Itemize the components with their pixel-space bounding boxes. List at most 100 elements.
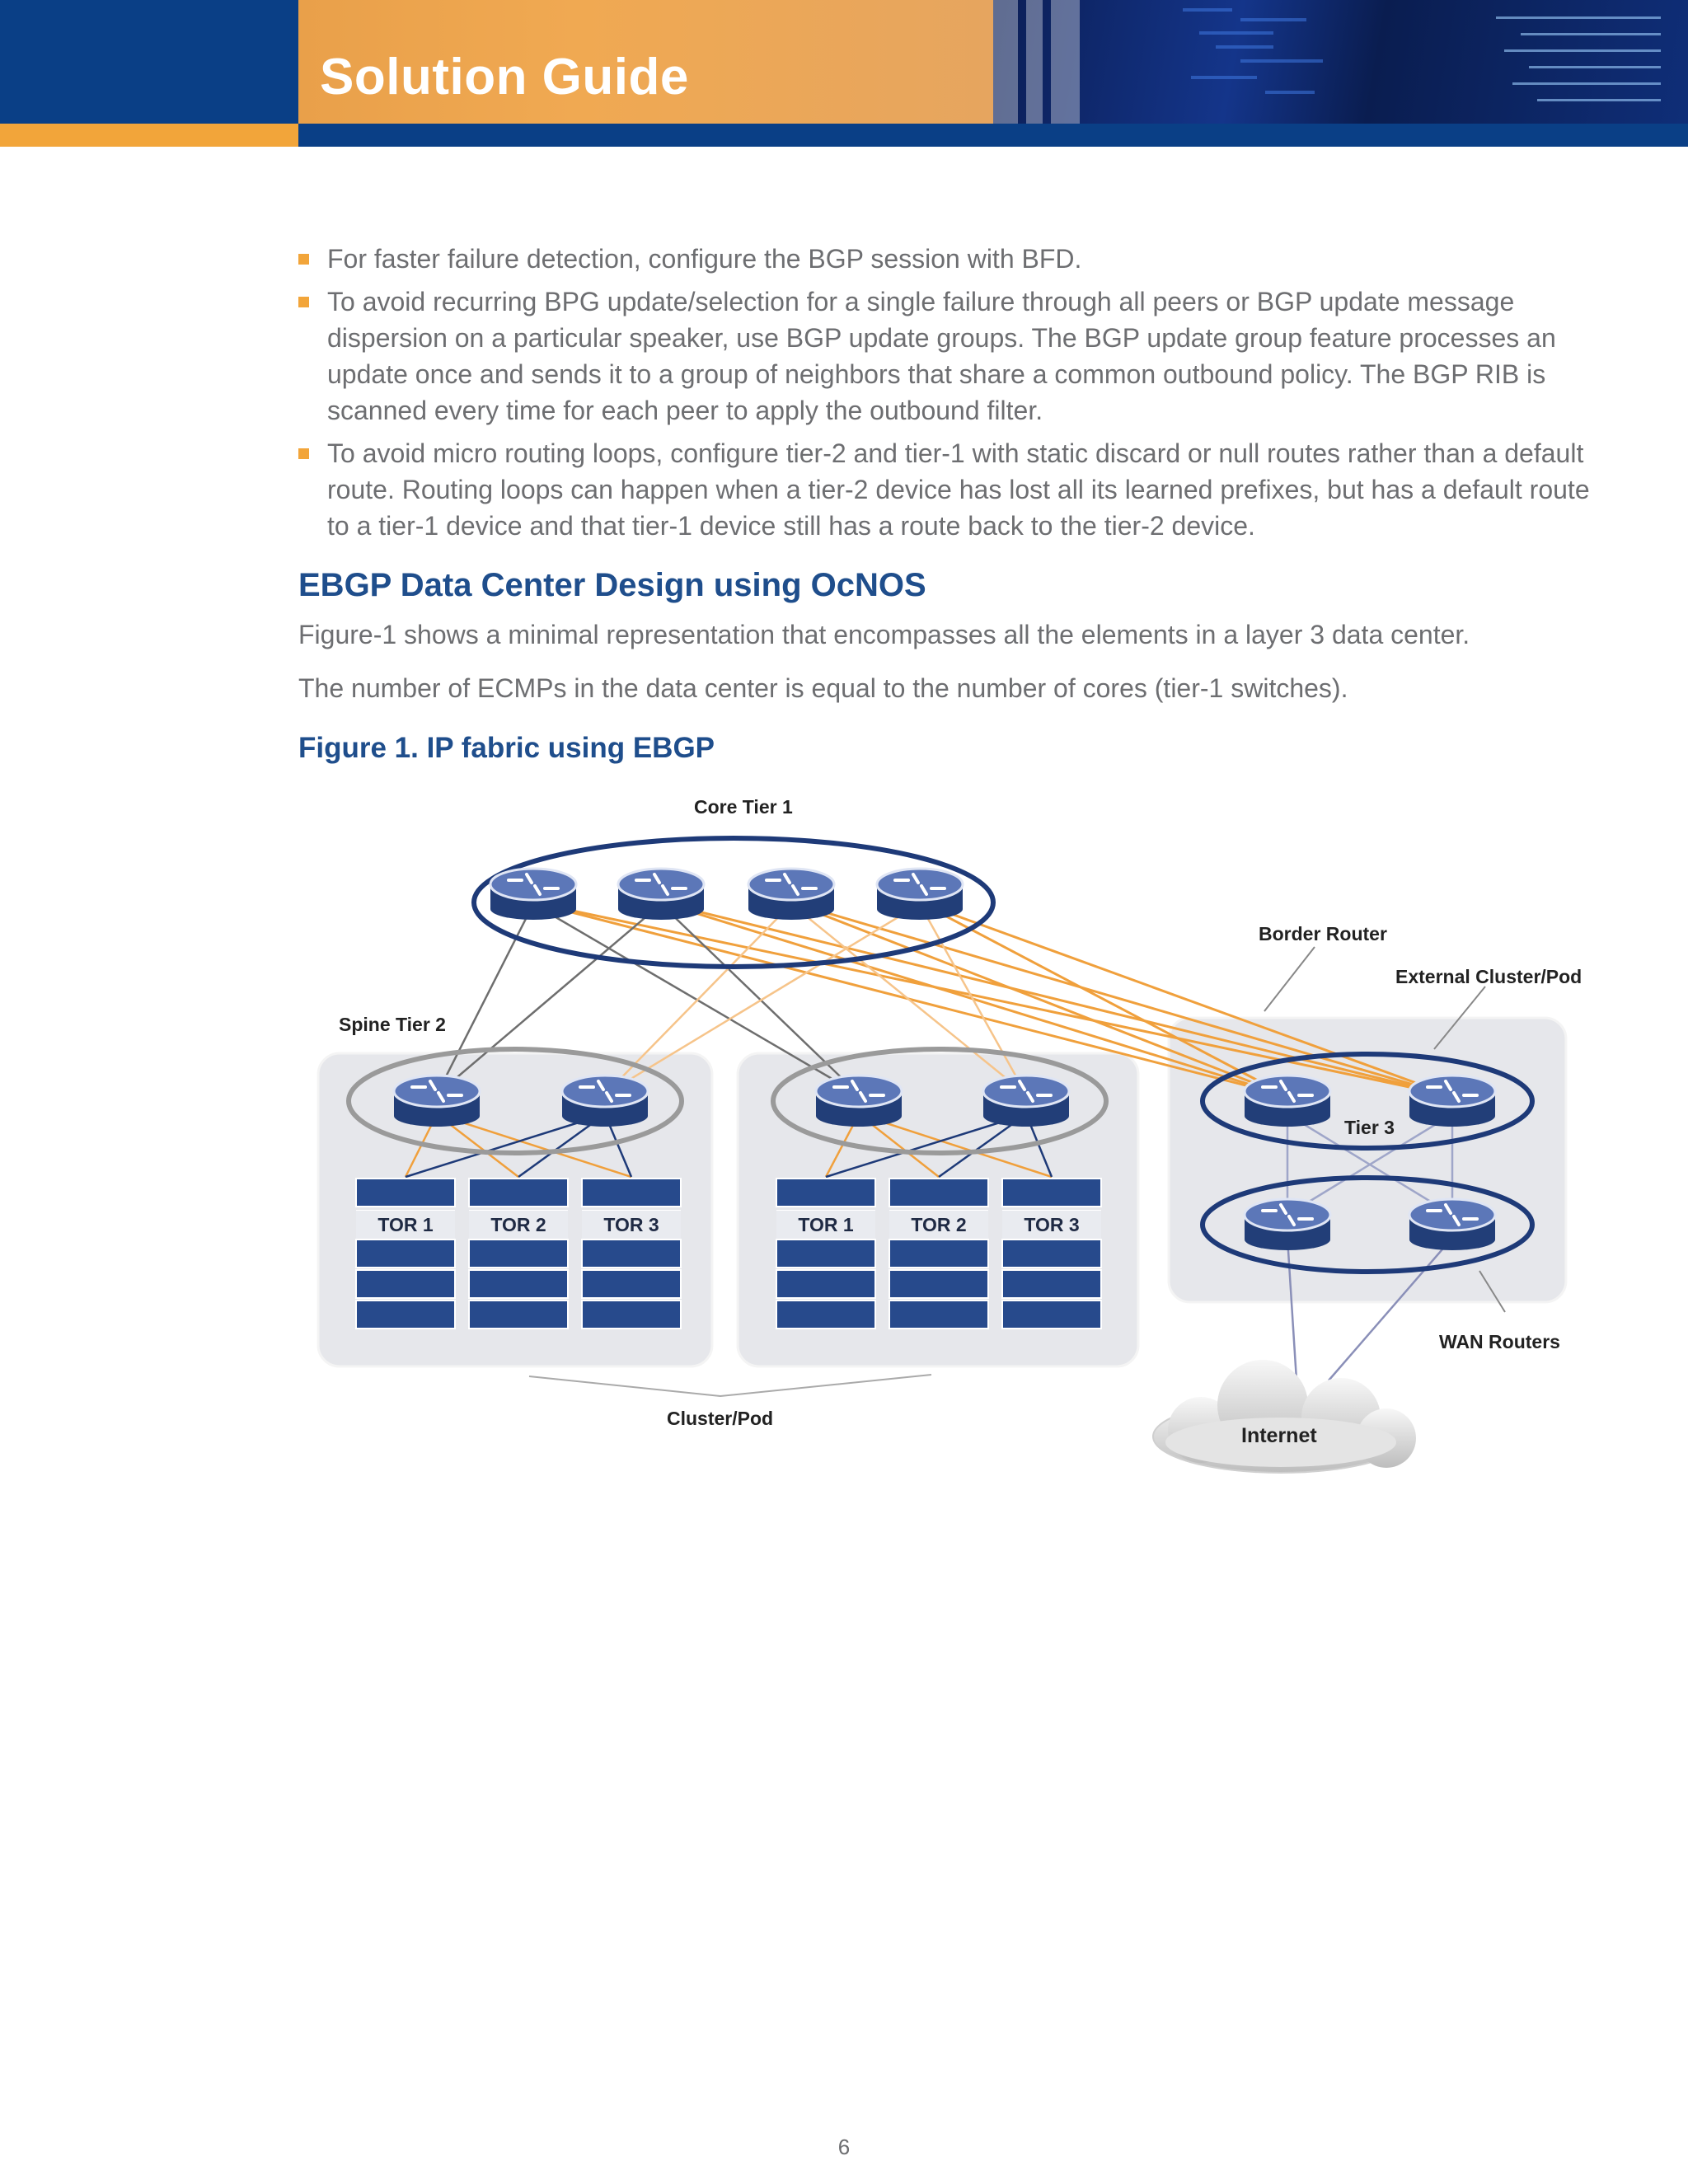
tor-server-unit <box>468 1300 569 1329</box>
tor-label: TOR 1 <box>356 1210 455 1239</box>
section-heading: EBGP Data Center Design using OcNOS <box>298 567 926 603</box>
banner-accent-stripe <box>0 124 298 147</box>
tor-switch-unit <box>889 1178 989 1207</box>
core-border-link <box>660 901 1288 1098</box>
router-icon <box>489 867 578 920</box>
router-icon <box>875 867 964 920</box>
border-router-label: Border Router <box>1259 923 1387 944</box>
core-border-link <box>532 901 1288 1098</box>
core-spine-link <box>918 903 1028 1095</box>
tor-label: TOR 2 <box>889 1210 988 1239</box>
tor-server-unit <box>355 1269 456 1299</box>
tor-server-unit <box>581 1269 682 1299</box>
cluster-bracket <box>528 1374 932 1398</box>
core-spine-link <box>436 903 662 1095</box>
spine-ring-1 <box>346 1047 684 1155</box>
banner-title-band <box>298 0 993 124</box>
tor-server-unit <box>1001 1300 1102 1329</box>
core-border-link <box>660 901 1453 1098</box>
spine-tor-link <box>405 1113 606 1179</box>
tor-switch-unit <box>355 1178 456 1207</box>
router-icon <box>1243 1197 1332 1250</box>
bullet-text: To avoid recurring BPG update/selection … <box>327 287 1556 425</box>
router-icon <box>1243 1074 1332 1127</box>
core-border-link <box>790 901 1453 1098</box>
bullet-list: For faster failure detection, configure … <box>298 241 1617 551</box>
tor-server-unit <box>1001 1269 1102 1299</box>
tor-server-unit <box>776 1269 876 1299</box>
router-icon <box>747 867 836 920</box>
router-icon <box>982 1074 1071 1127</box>
spine-tor-link <box>436 1113 632 1179</box>
core-tier-label: Core Tier 1 <box>694 796 793 818</box>
external-pod-label: External Cluster/Pod <box>1395 966 1582 987</box>
bullet-item: To avoid micro routing loops, configure … <box>298 435 1617 544</box>
spine-tor-link <box>825 1113 1027 1179</box>
spine-tier-label: Spine Tier 2 <box>339 1014 446 1035</box>
square-bullet-icon <box>298 448 309 459</box>
spine-tor-link <box>858 1113 1053 1179</box>
tor-server-unit <box>776 1239 876 1268</box>
tor-label: TOR 2 <box>469 1210 568 1239</box>
core-border-link <box>919 901 1288 1098</box>
wan-routers-label: WAN Routers <box>1439 1331 1560 1352</box>
wan-routers-leader <box>1479 1270 1506 1313</box>
page-number: 6 <box>837 2135 851 2159</box>
banner-bottom-stripe <box>298 124 1688 147</box>
tor-switch-unit <box>581 1178 682 1207</box>
tier3-wan-link <box>1287 1113 1453 1216</box>
core-spine-link <box>604 902 921 1096</box>
border-router-leader <box>1264 946 1315 1012</box>
external-pod-leader <box>1433 986 1486 1050</box>
banner-datacenter-image <box>993 0 1688 124</box>
core-border-link <box>532 901 1453 1098</box>
document-title: Solution Guide <box>320 49 689 105</box>
datacenter-image-graphic <box>993 0 1661 124</box>
internet-cloud <box>1152 1360 1416 1474</box>
tor-server-unit <box>468 1239 569 1268</box>
tor-switch-unit <box>776 1178 876 1207</box>
network-diagram: Core Tier 1 Border Router External Clust… <box>298 783 1617 1508</box>
tor-switch-unit <box>468 1178 569 1207</box>
square-bullet-icon <box>298 297 309 307</box>
wan-ring <box>1200 1175 1535 1274</box>
router-icon <box>1408 1074 1497 1127</box>
tor-label: TOR 3 <box>1002 1210 1101 1239</box>
router-icon <box>392 1074 481 1127</box>
banner-left-block <box>0 0 298 124</box>
tor-label: TOR 1 <box>776 1210 875 1239</box>
section-paragraph-2: The number of ECMPs in the data center i… <box>298 673 1348 703</box>
cluster-pod-label: Cluster/Pod <box>667 1408 774 1429</box>
internet-label: Internet <box>1241 1424 1317 1447</box>
tor-server-unit <box>355 1239 456 1268</box>
wan-internet-link <box>1328 1237 1453 1381</box>
bullet-item: For faster failure detection, configure … <box>298 241 1617 277</box>
bullet-item: To avoid recurring BPG update/selection … <box>298 284 1617 429</box>
core-border-link <box>919 901 1453 1098</box>
tier3-ring <box>1200 1052 1535 1151</box>
tier3-label: Tier 3 <box>1344 1117 1395 1138</box>
external-pod-panel <box>1167 1016 1568 1304</box>
tor-server-unit <box>468 1269 569 1299</box>
router-icon <box>617 867 706 920</box>
square-bullet-icon <box>298 254 309 265</box>
core-spine-link <box>532 902 860 1096</box>
tor-server-unit <box>889 1300 989 1329</box>
core-spine-link <box>604 903 792 1095</box>
tor-server-unit <box>355 1300 456 1329</box>
header-banner: Solution Guide <box>0 0 1688 147</box>
tor-server-unit <box>889 1239 989 1268</box>
tor-server-unit <box>1001 1239 1102 1268</box>
tor-server-unit <box>889 1269 989 1299</box>
router-icon <box>560 1074 649 1127</box>
spine-ring-2 <box>771 1047 1109 1155</box>
tor-server-unit <box>581 1239 682 1268</box>
core-tier-ring <box>471 836 996 969</box>
tor-server-unit <box>776 1300 876 1329</box>
core-spine-link <box>790 903 1027 1095</box>
figure-title: Figure 1. IP fabric using EBGP <box>298 732 715 764</box>
core-border-link <box>790 901 1288 1098</box>
tor-label: TOR 3 <box>582 1210 681 1239</box>
section-paragraph-1: Figure-1 shows a minimal representation … <box>298 620 1470 649</box>
network-diagram-graphic <box>316 836 1568 1474</box>
